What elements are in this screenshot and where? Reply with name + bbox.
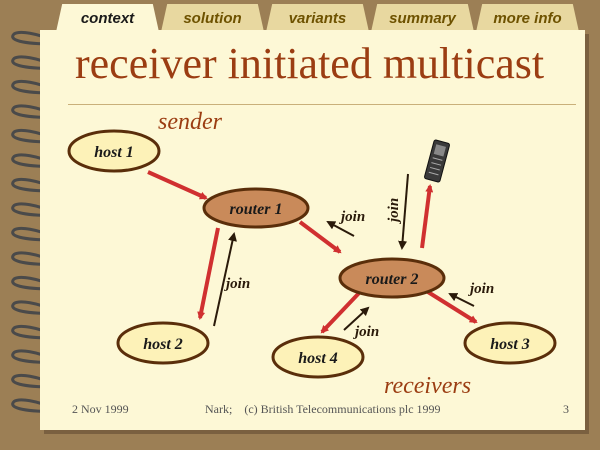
node-host4-label: host 4	[298, 350, 338, 367]
join-arrow-router2-router1	[326, 221, 355, 237]
tab-more-info[interactable]: more info	[476, 4, 579, 32]
binding-ring	[11, 251, 55, 266]
node-host1	[67, 129, 161, 173]
flow-router2-device	[420, 184, 434, 249]
join-label-router1: join	[339, 209, 365, 225]
handheld-device-icon	[424, 139, 450, 183]
flow-host1-router1	[147, 170, 208, 200]
node-router1	[202, 187, 310, 229]
binding-ring	[11, 104, 55, 119]
footer-credit: Nark; (c) British Telecommunications plc…	[205, 402, 441, 416]
join-arrow-host4-router2	[343, 306, 370, 331]
tab-summary[interactable]: summary	[371, 4, 474, 32]
binding-ring	[11, 79, 55, 95]
flow-router1-router2	[298, 220, 342, 254]
binding-ring	[11, 153, 55, 168]
binding-ring	[11, 324, 55, 340]
slide-title: receiver initiated multicast	[75, 39, 545, 88]
join-arrow-host2-router1	[213, 232, 237, 327]
binding-ring	[11, 30, 55, 46]
binding-ring	[11, 373, 55, 389]
tab-variants[interactable]: variants	[266, 4, 369, 32]
footer-date: 2 Nov 1999	[72, 402, 129, 416]
node-host3	[463, 321, 557, 365]
binding-ring	[11, 300, 55, 315]
receivers-label: receivers	[384, 373, 471, 399]
binding-ring	[11, 226, 55, 242]
node-router2-label: router 2	[366, 271, 419, 288]
binding-ring	[11, 128, 55, 144]
sender-label: sender	[158, 109, 223, 135]
join-label-host2: join	[224, 276, 250, 292]
join-arrow-device-router2	[398, 173, 409, 250]
node-host2-label: host 2	[143, 336, 183, 353]
join-arrow-host3-router2	[448, 293, 475, 307]
footer-page-number: 3	[563, 402, 569, 416]
node-router1-label: router 1	[230, 201, 283, 218]
binding-ring	[11, 202, 55, 217]
binding-ring	[11, 398, 55, 413]
node-host1-label: host 1	[94, 144, 134, 161]
node-host2	[116, 321, 210, 365]
title-divider	[68, 104, 576, 105]
join-label-host3: join	[468, 281, 494, 297]
join-label-host4: join	[353, 324, 379, 340]
tab-bar: context solution variants summary more i…	[56, 4, 586, 32]
tab-context[interactable]: context	[56, 4, 159, 32]
node-host4	[271, 335, 365, 379]
flow-router2-host3	[426, 290, 478, 324]
flow-router1-host2	[197, 227, 220, 320]
binding-ring	[11, 349, 55, 364]
tab-solution[interactable]: solution	[161, 4, 264, 32]
node-host3-label: host 3	[490, 336, 530, 353]
flow-router2-host4	[320, 290, 362, 334]
binding-ring	[11, 177, 55, 193]
node-router2	[338, 257, 446, 299]
binding-ring	[11, 55, 55, 70]
join-label-device: join	[386, 198, 402, 224]
binding-ring	[11, 275, 55, 291]
